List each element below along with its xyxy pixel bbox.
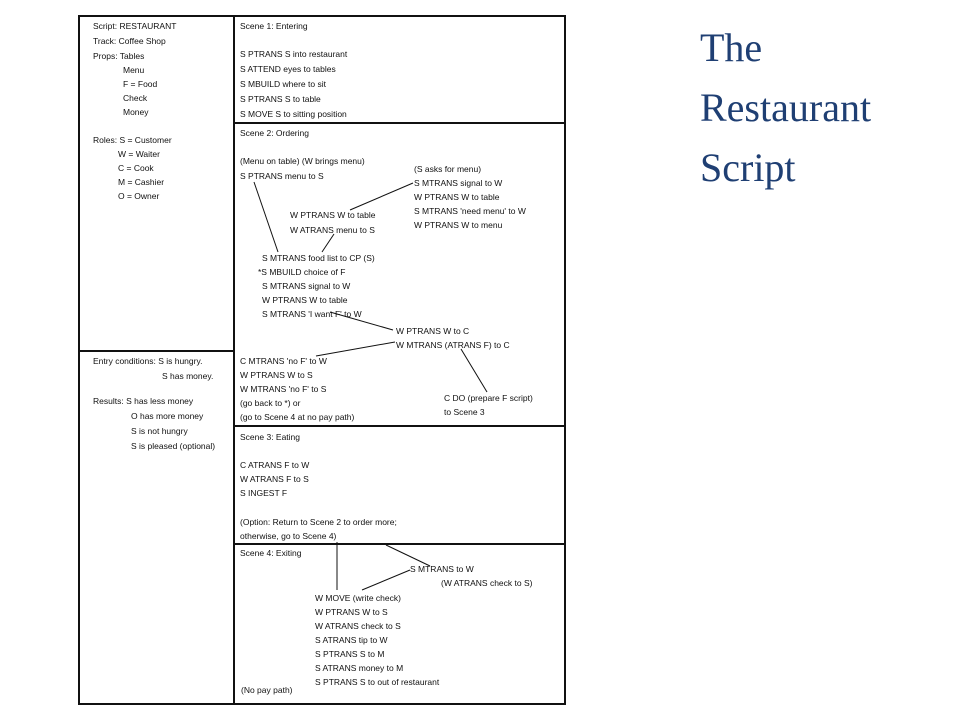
scene2-line: W ATRANS menu to S: [290, 225, 375, 235]
scene3-line: W ATRANS F to S: [240, 474, 309, 484]
scene2-line: (go to Scene 4 at no pay path): [240, 412, 355, 422]
scene2-line: S MTRANS signal to W: [414, 178, 503, 188]
scene2-line: S MTRANS 'need menu' to W: [414, 206, 526, 216]
scene2-heading: Scene 2: Ordering: [240, 128, 309, 138]
scene4-line: W MOVE (write check): [315, 593, 401, 603]
scene2-line: (S asks for menu): [414, 164, 482, 174]
props-label: Props: Tables: [93, 51, 145, 61]
scene2-line: (go back to *) or: [240, 398, 301, 408]
scene2-line: W PTRANS W to C: [396, 326, 470, 336]
scene3-option: (Option: Return to Scene 2 to order more…: [240, 517, 397, 527]
track-name: Track: Coffee Shop: [93, 36, 166, 46]
result-item: S is not hungry: [131, 426, 188, 436]
scene2-line: *S MBUILD choice of F: [258, 267, 346, 277]
scene4-heading: Scene 4: Exiting: [240, 548, 302, 558]
scene2-line: W PTRANS W to table: [290, 210, 376, 220]
scene2-line: S PTRANS menu to S: [240, 171, 324, 181]
slide-title-line: Restaurant: [700, 85, 872, 130]
scene1-line: S MOVE S to sitting position: [240, 109, 347, 119]
scene4-line: S ATRANS money to M: [315, 663, 404, 673]
scene2-line: S MTRANS signal to W: [262, 281, 351, 291]
scene3-heading: Scene 3: Eating: [240, 432, 301, 442]
result-item: S is pleased (optional): [131, 441, 216, 451]
scene2-line: W MTRANS (ATRANS F) to C: [396, 340, 510, 350]
scene2-line: S MTRANS 'I want F' to W: [262, 309, 362, 319]
no-pay-path: (No pay path): [241, 685, 293, 695]
scene3-divider: [233, 543, 566, 545]
script-name: Script: RESTAURANT: [93, 21, 177, 31]
scene4-line: S PTRANS S to M: [315, 649, 385, 659]
scene2-line: (Menu on table) (W brings menu): [240, 156, 365, 166]
scene1-line: S PTRANS S into restaurant: [240, 49, 348, 59]
results-label: Results: S has less money: [93, 396, 194, 406]
scene3-line: S INGEST F: [240, 488, 288, 498]
column-divider: [233, 15, 235, 705]
slide-title-line: Script: [700, 145, 796, 190]
scene1-line: S PTRANS S to table: [240, 94, 321, 104]
role-item: O = Owner: [118, 191, 160, 201]
scene2-line: W PTRANS W to table: [262, 295, 348, 305]
script-frame: [78, 15, 566, 705]
scene4-line: W ATRANS check to S: [315, 621, 401, 631]
scene4-line: S MTRANS to W: [410, 564, 474, 574]
prop-item: Check: [123, 93, 148, 103]
result-item: O has more money: [131, 411, 204, 421]
scene1-line: S MBUILD where to sit: [240, 79, 326, 89]
scene4-line: S ATRANS tip to W: [315, 635, 388, 645]
prop-item: F = Food: [123, 79, 158, 89]
entry-conditions: Entry conditions: S is hungry.: [93, 356, 203, 366]
scene2-line: C DO (prepare F script): [444, 393, 533, 403]
roles-label: Roles: S = Customer: [93, 135, 172, 145]
scene4-line: S PTRANS S to out of restaurant: [315, 677, 440, 687]
scene4-line: (W ATRANS check to S): [441, 578, 533, 588]
role-item: W = Waiter: [118, 149, 160, 159]
prop-item: Menu: [123, 65, 145, 75]
scene1-heading: Scene 1: Entering: [240, 21, 308, 31]
scene2-line: W MTRANS 'no F' to S: [240, 384, 327, 394]
scene4-line: W PTRANS W to S: [315, 607, 388, 617]
prop-item: Money: [123, 107, 149, 117]
entry-condition: S has money.: [162, 371, 214, 381]
scene1-line: S ATTEND eyes to tables: [240, 64, 336, 74]
scene1-divider: [233, 122, 566, 124]
scene2-line: W PTRANS W to table: [414, 192, 500, 202]
slide-title-line: The: [700, 25, 763, 70]
scene2-line: W PTRANS W to menu: [414, 220, 503, 230]
scene2-line: to Scene 3: [444, 407, 485, 417]
scene3-line: C ATRANS F to W: [240, 460, 310, 470]
scene2-line: S MTRANS food list to CP (S): [262, 253, 375, 263]
scene3-option: otherwise, go to Scene 4): [240, 531, 337, 541]
scene2-divider: [233, 425, 566, 427]
role-item: C = Cook: [118, 163, 154, 173]
scene2-line: W PTRANS W to S: [240, 370, 313, 380]
scene2-line: C MTRANS 'no F' to W: [240, 356, 327, 366]
role-item: M = Cashier: [118, 177, 165, 187]
left-divider: [78, 350, 235, 352]
